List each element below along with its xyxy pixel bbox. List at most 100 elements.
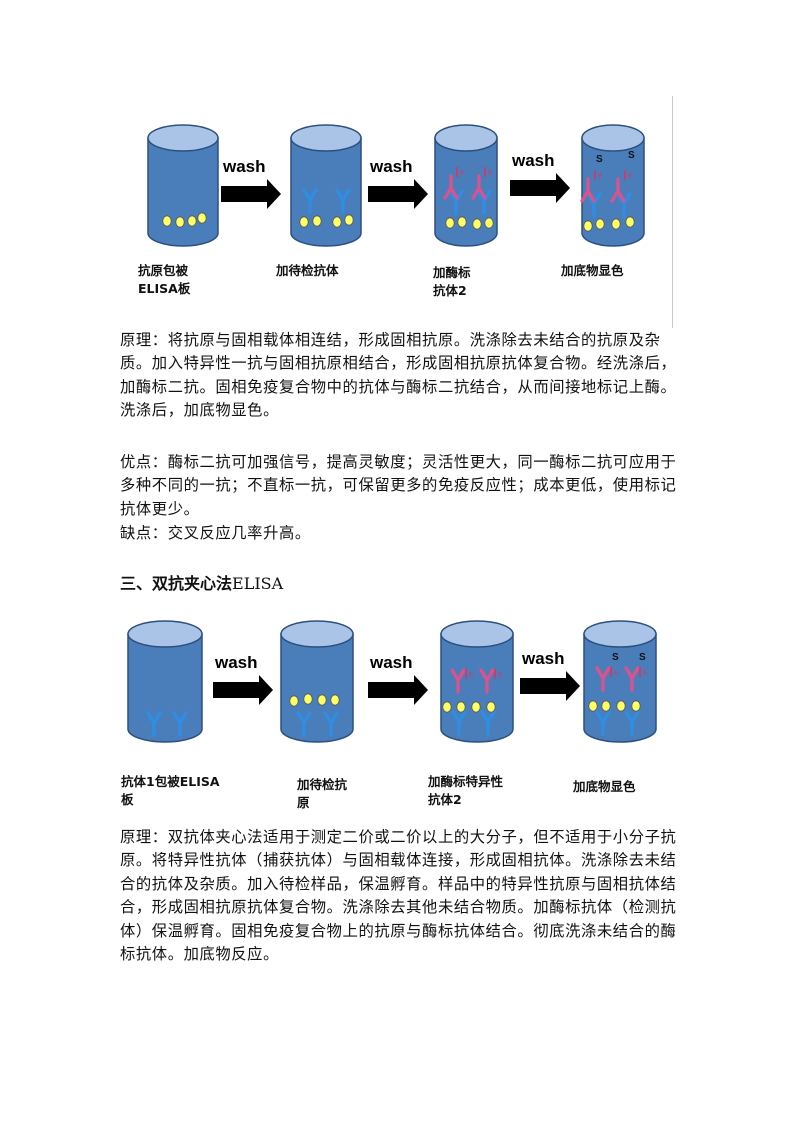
well-opening: [441, 621, 513, 647]
substrate-letter: S: [596, 154, 603, 165]
wash-label: wash: [214, 653, 258, 672]
antigen-dot: [612, 219, 620, 229]
antigen-dot: [589, 701, 597, 711]
section-heading-prefix: 三、双抗夹心法: [120, 574, 232, 593]
well-body: [281, 634, 353, 742]
well-body: [584, 634, 656, 742]
caption-line: 加酶标 抗体2: [433, 265, 471, 298]
enzyme-letter: E: [598, 173, 603, 180]
antigen-dot: [290, 696, 298, 706]
antigen-dot: [485, 218, 493, 228]
antigen-dot: [176, 217, 184, 227]
enzyme-letter: E: [614, 670, 619, 677]
well-body: [148, 138, 218, 246]
antigen-dot: [602, 701, 610, 711]
well-opening: [584, 621, 656, 647]
antigen-dot: [472, 702, 480, 712]
antigen-dot: [446, 218, 454, 228]
well-opening: [148, 125, 218, 151]
wash-arrow: [520, 671, 580, 701]
figure2-caption-2: 加待检抗 原: [297, 776, 347, 812]
elisa-well: [128, 621, 202, 742]
caption-line: 加底物显色: [561, 263, 624, 278]
antigen-dot: [304, 694, 312, 704]
figure1-caption-1: 抗原包被 ELISA板: [138, 262, 190, 298]
sandwich-principle-paragraph: 原理：双抗体夹心法适用于测定二价或二价以上的大分子，但不适用于小分子抗原。将特异…: [120, 826, 680, 966]
antigen-dot: [318, 695, 326, 705]
antigen-dot: [300, 217, 308, 227]
wash-arrow: [368, 675, 428, 705]
antigen-dot: [457, 702, 465, 712]
antigen-dot: [617, 701, 625, 711]
wash-label: wash: [521, 649, 565, 668]
figure1-caption-2: 加待检抗体: [276, 262, 339, 280]
wash-arrow: [368, 179, 428, 209]
figure1-caption-3: 加酶标 抗体2: [433, 264, 471, 300]
enzyme-letter: E: [460, 170, 465, 177]
antigen-dot: [584, 221, 592, 231]
section-heading-suffix: ELISA: [232, 574, 283, 593]
figure2-caption-3: 加酶标特异性 抗体2: [428, 773, 503, 809]
figure2-caption-4: 加底物显色: [573, 778, 636, 796]
well-opening: [128, 621, 202, 647]
wash-arrow: [213, 675, 273, 705]
well-opening: [281, 621, 353, 647]
elisa-well: [441, 621, 513, 742]
substrate-letter: S: [628, 150, 635, 161]
wash-label: wash: [369, 653, 413, 672]
antigen-dot: [596, 219, 604, 229]
advantages-paragraph: 优点：酶标二抗可加强信号，提高灵敏度；灵活性更大，同一酶标二抗可应用于多种不同的…: [120, 451, 680, 521]
well-body: [291, 138, 361, 246]
principle-paragraph: 原理：将抗原与固相载体相连结，形成固相抗原。洗涤除去未结合的抗原及杂质。加入特异…: [120, 329, 680, 423]
well-opening: [291, 125, 361, 151]
elisa-well: [148, 125, 218, 246]
caption-line: 加待检抗 原: [297, 777, 347, 810]
figure2-caption-1: 抗体1包被ELISA 板: [121, 773, 220, 809]
page-margin-line: [672, 96, 673, 328]
substrate-letter: S: [639, 652, 646, 663]
antigen-dot: [188, 216, 196, 226]
wash-label: wash: [222, 157, 266, 176]
antigen-dot: [313, 216, 321, 226]
enzyme-letter: E: [469, 672, 474, 679]
wash-arrow: [510, 173, 570, 203]
antigen-dot: [163, 216, 171, 226]
antigen-dot: [345, 215, 353, 225]
antigen-dot: [458, 217, 466, 227]
elisa-well: [291, 125, 361, 246]
wash-arrow: [221, 179, 281, 209]
enzyme-letter: E: [628, 173, 633, 180]
caption-line: 抗原包被 ELISA板: [138, 263, 190, 296]
antigen-dot: [331, 695, 339, 705]
figure1-caption-4: 加底物显色: [561, 262, 624, 280]
antigen-dot: [473, 219, 481, 229]
well-opening: [435, 125, 497, 151]
caption-line: 抗体1包被ELISA 板: [121, 774, 220, 807]
elisa-well: [584, 621, 656, 742]
wash-label: wash: [511, 151, 555, 170]
section-heading: 三、双抗夹心法ELISA: [120, 570, 283, 594]
well-body: [128, 634, 202, 742]
antigen-dot: [333, 217, 341, 227]
antigen-dot: [626, 217, 634, 227]
antigen-dot: [198, 213, 206, 223]
antigen-dot: [487, 702, 495, 712]
caption-line: 加底物显色: [573, 779, 636, 794]
caption-line: 加酶标特异性 抗体2: [428, 774, 503, 807]
well-body: [441, 634, 513, 742]
indirect-elisa-diagram: E E E E S Swash wash wash: [118, 112, 678, 327]
caption-line: 加待检抗体: [276, 263, 339, 278]
enzyme-letter: E: [498, 672, 503, 679]
disadvantages-paragraph: 缺点：交叉反应几率升高。: [120, 522, 680, 545]
enzyme-letter: E: [488, 170, 493, 177]
substrate-letter: S: [612, 652, 619, 663]
antigen-dot: [443, 702, 451, 712]
well-opening: [582, 125, 644, 151]
enzyme-letter: E: [643, 670, 648, 677]
elisa-well: [281, 621, 353, 742]
wash-label: wash: [369, 157, 413, 176]
antigen-dot: [632, 701, 640, 711]
